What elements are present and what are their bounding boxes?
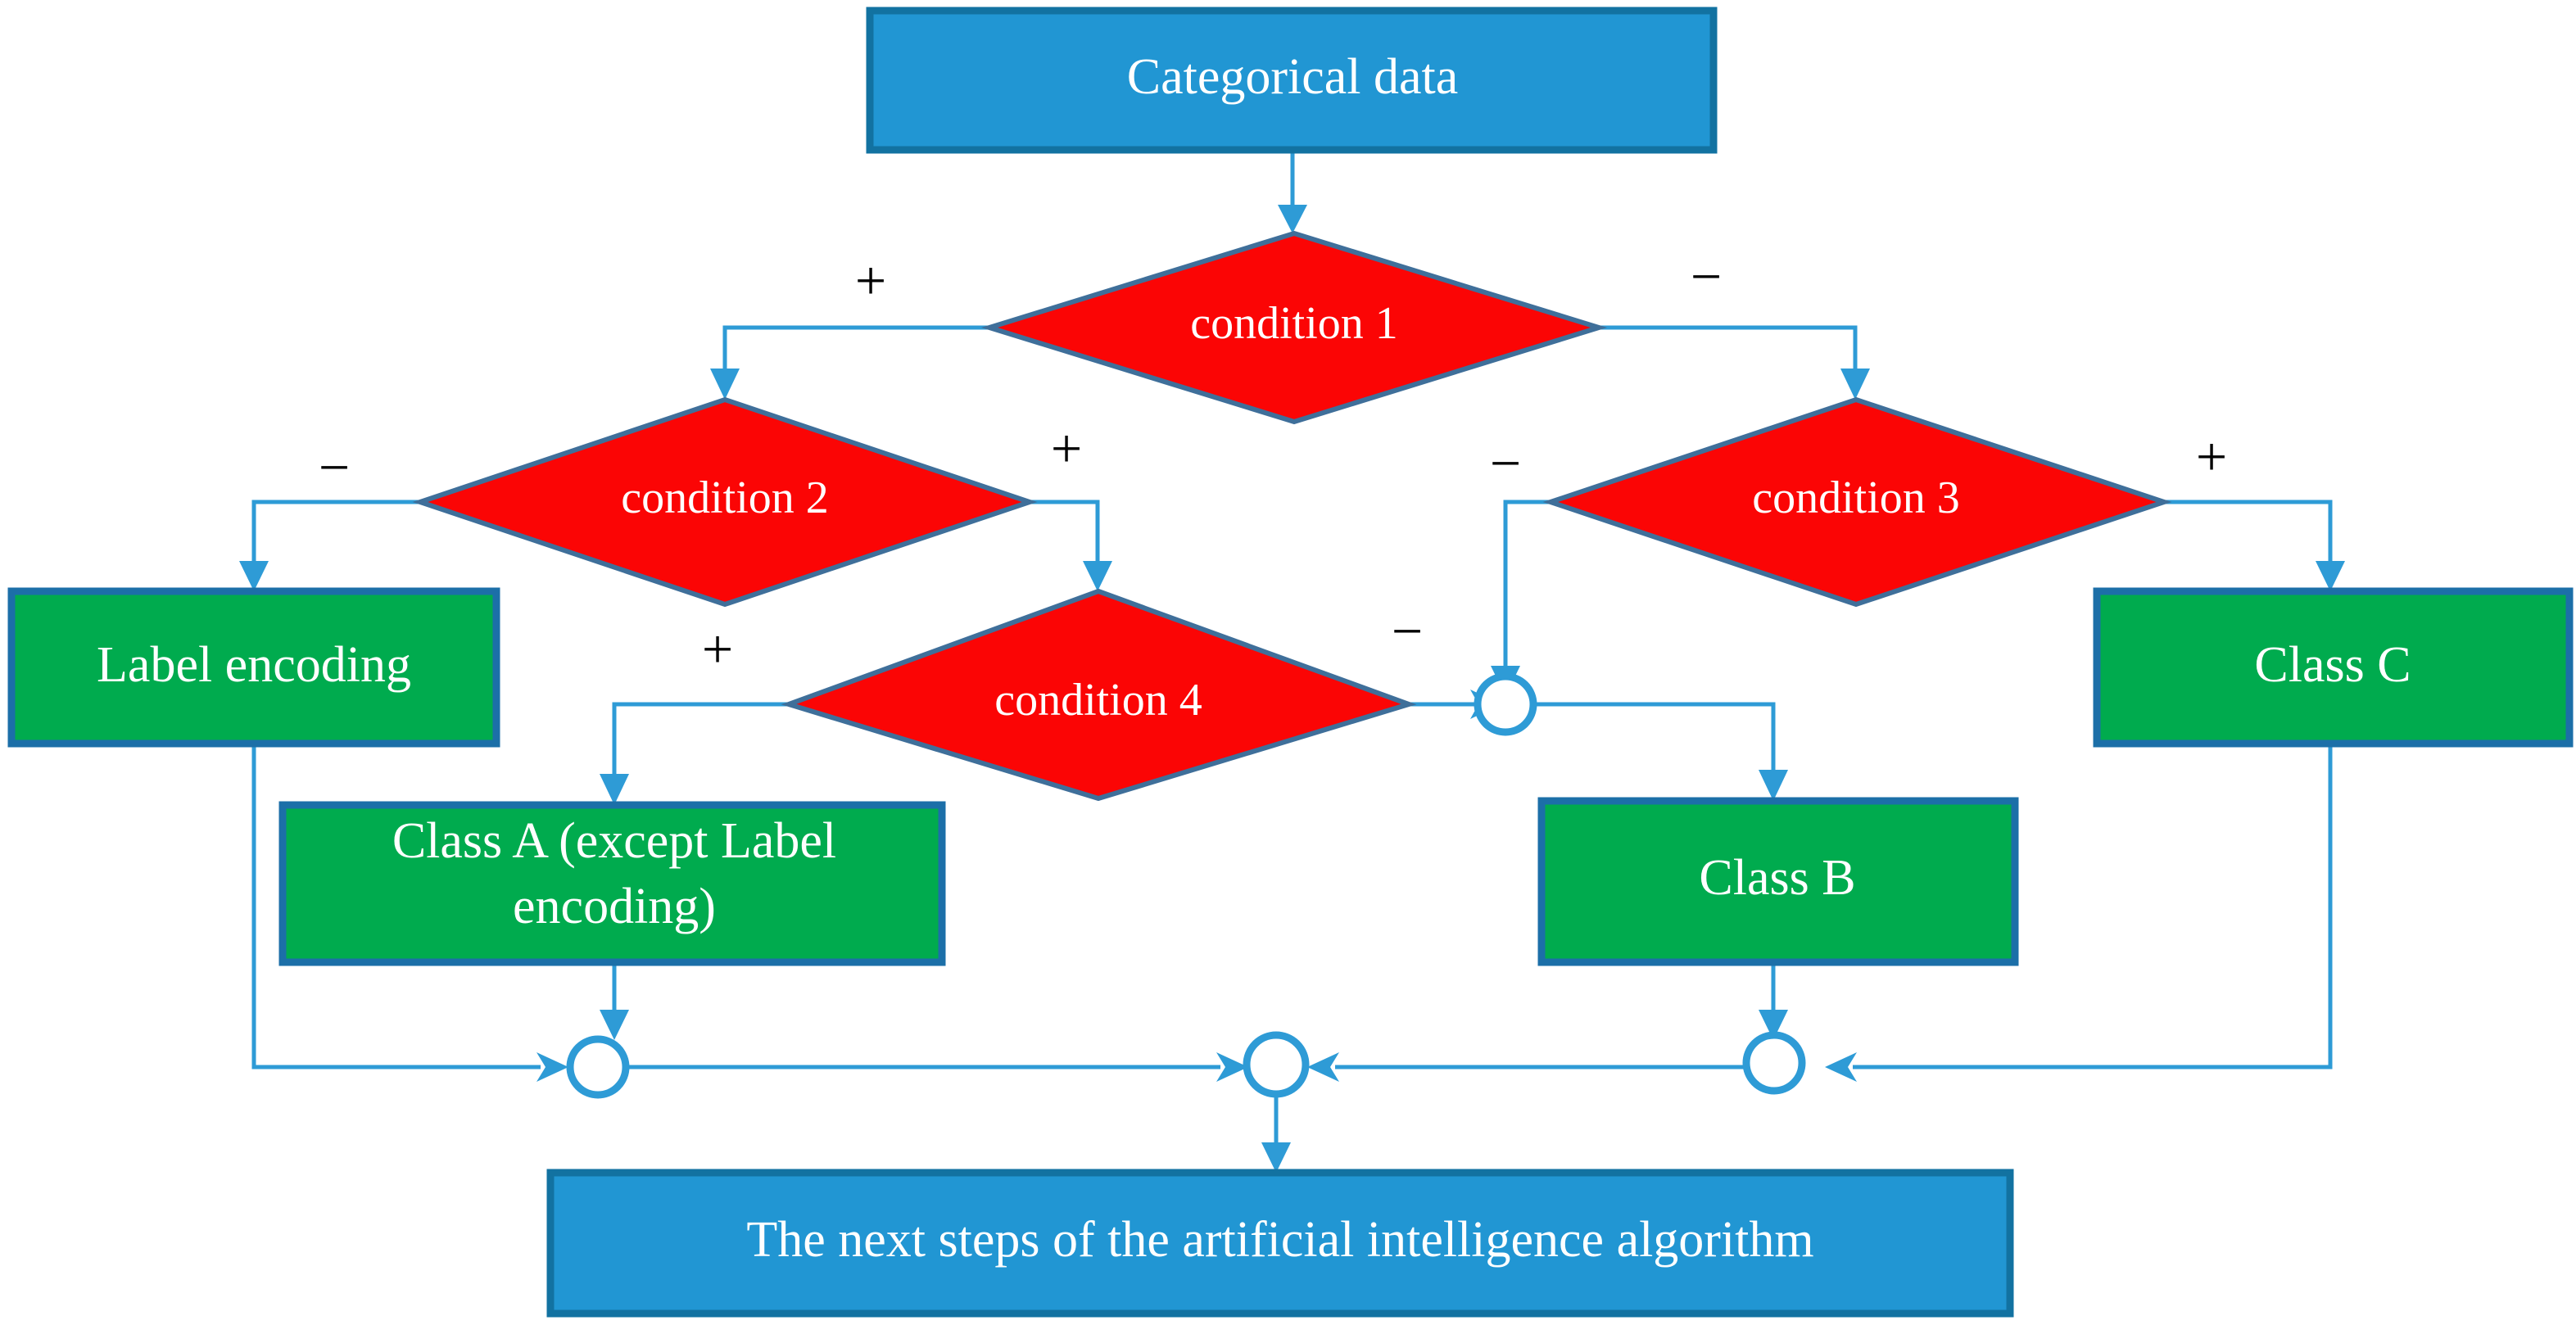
node-class-a[interactable]: Class A (except Label encoding) [278, 801, 946, 966]
arrowhead-start-c1 [1278, 205, 1307, 233]
categorical-data-box[interactable] [866, 7, 1718, 154]
class-a-box[interactable] [278, 801, 946, 966]
node-label-encoding[interactable]: Label encoding [7, 587, 500, 748]
edge-junction-top-to-class-b [1537, 702, 1776, 774]
edge-class-c-to-junction-right [1853, 744, 2333, 1069]
class-a-label-line1: Class A (except Label [392, 813, 836, 869]
edge-c3-plus-to-class-c [2162, 500, 2333, 565]
node-condition-1[interactable]: condition 1 [980, 230, 1608, 425]
categorical-data-label: Categorical data [1127, 49, 1459, 105]
edge-c4-plus-to-class-a [612, 702, 790, 778]
edge-sign-condition4-minus: − [1392, 600, 1423, 662]
edge-c2-plus-to-condition4 [1028, 500, 1100, 565]
class-b-box[interactable] [1537, 797, 2019, 966]
edge-sign-condition1-minus: − [1691, 246, 1722, 308]
arrowhead-c3-classc [2316, 561, 2345, 591]
label-encoding-label: Label encoding [97, 637, 411, 693]
class-c-box[interactable] [2093, 587, 2574, 748]
condition-4-label: condition 4 [994, 675, 1202, 726]
next-steps-box[interactable] [546, 1169, 2014, 1318]
arrowhead-c2-label [239, 561, 269, 591]
condition-1-diamond[interactable] [980, 230, 1608, 425]
arrowhead-classc-junctionright [1825, 1052, 1857, 1082]
condition-2-label: condition 2 [621, 473, 829, 523]
condition-2-diamond[interactable] [412, 396, 1038, 608]
arrowhead-left-center [1216, 1052, 1248, 1082]
next-steps-label: The next steps of the artificial intelli… [746, 1212, 1813, 1268]
arrowhead-c4-classa [600, 774, 629, 805]
node-condition-2[interactable]: condition 2 [412, 396, 1038, 608]
arrowhead-junction-classb [1759, 770, 1788, 801]
condition-3-label: condition 3 [1752, 473, 1960, 523]
node-categorical-data[interactable]: Categorical data [866, 7, 1718, 154]
arrowhead-classa-junctionleft [600, 1010, 629, 1040]
edge-sign-condition2-minus: − [319, 436, 350, 499]
condition-1-label: condition 1 [1190, 298, 1398, 349]
class-c-label: Class C [2254, 637, 2411, 693]
label-encoding-box[interactable] [7, 587, 500, 748]
edge-c1-plus-to-condition2 [722, 325, 991, 373]
edge-sign-condition1-plus: + [855, 250, 886, 312]
arrowhead-c1-c2 [710, 369, 740, 400]
arrowhead-label-junctionleft [536, 1052, 568, 1082]
arrowhead-c1-c3 [1840, 369, 1870, 400]
edge-c3-minus-to-junction-top [1503, 500, 1552, 670]
class-a-label-line2: encoding) [513, 879, 716, 934]
arrowhead-classb-junctionright [1759, 1010, 1788, 1040]
node-class-b[interactable]: Class B [1537, 797, 2019, 966]
condition-3-diamond[interactable] [1542, 396, 2172, 608]
junction-connector-top[interactable] [1474, 672, 1537, 736]
class-b-label: Class B [1699, 850, 1855, 906]
node-next-steps[interactable]: The next steps of the artificial intelli… [546, 1169, 2014, 1318]
node-condition-3[interactable]: condition 3 [1542, 396, 2172, 608]
edge-sign-condition3-minus: − [1490, 432, 1521, 495]
arrowhead-center-end [1261, 1142, 1291, 1173]
edge-label-encoding-to-junction-left [251, 744, 541, 1069]
junction-connector-center[interactable] [1243, 1031, 1310, 1098]
condition-4-diamond[interactable] [781, 588, 1417, 802]
edge-sign-condition3-plus: + [2196, 426, 2227, 488]
edge-sign-condition4-plus: + [702, 618, 733, 681]
arrowhead-c2-c4 [1083, 561, 1112, 591]
junction-connector-right[interactable] [1742, 1031, 1806, 1095]
edge-c2-minus-to-label-encoding [251, 500, 422, 565]
arrowhead-right-center [1307, 1052, 1339, 1082]
edge-sign-condition2-plus: + [1051, 418, 1082, 480]
junction-connector-left[interactable] [566, 1035, 630, 1099]
node-class-c[interactable]: Class C [2093, 587, 2574, 748]
node-condition-4[interactable]: condition 4 [781, 588, 1417, 802]
edge-c1-minus-to-condition3 [1597, 325, 1858, 373]
